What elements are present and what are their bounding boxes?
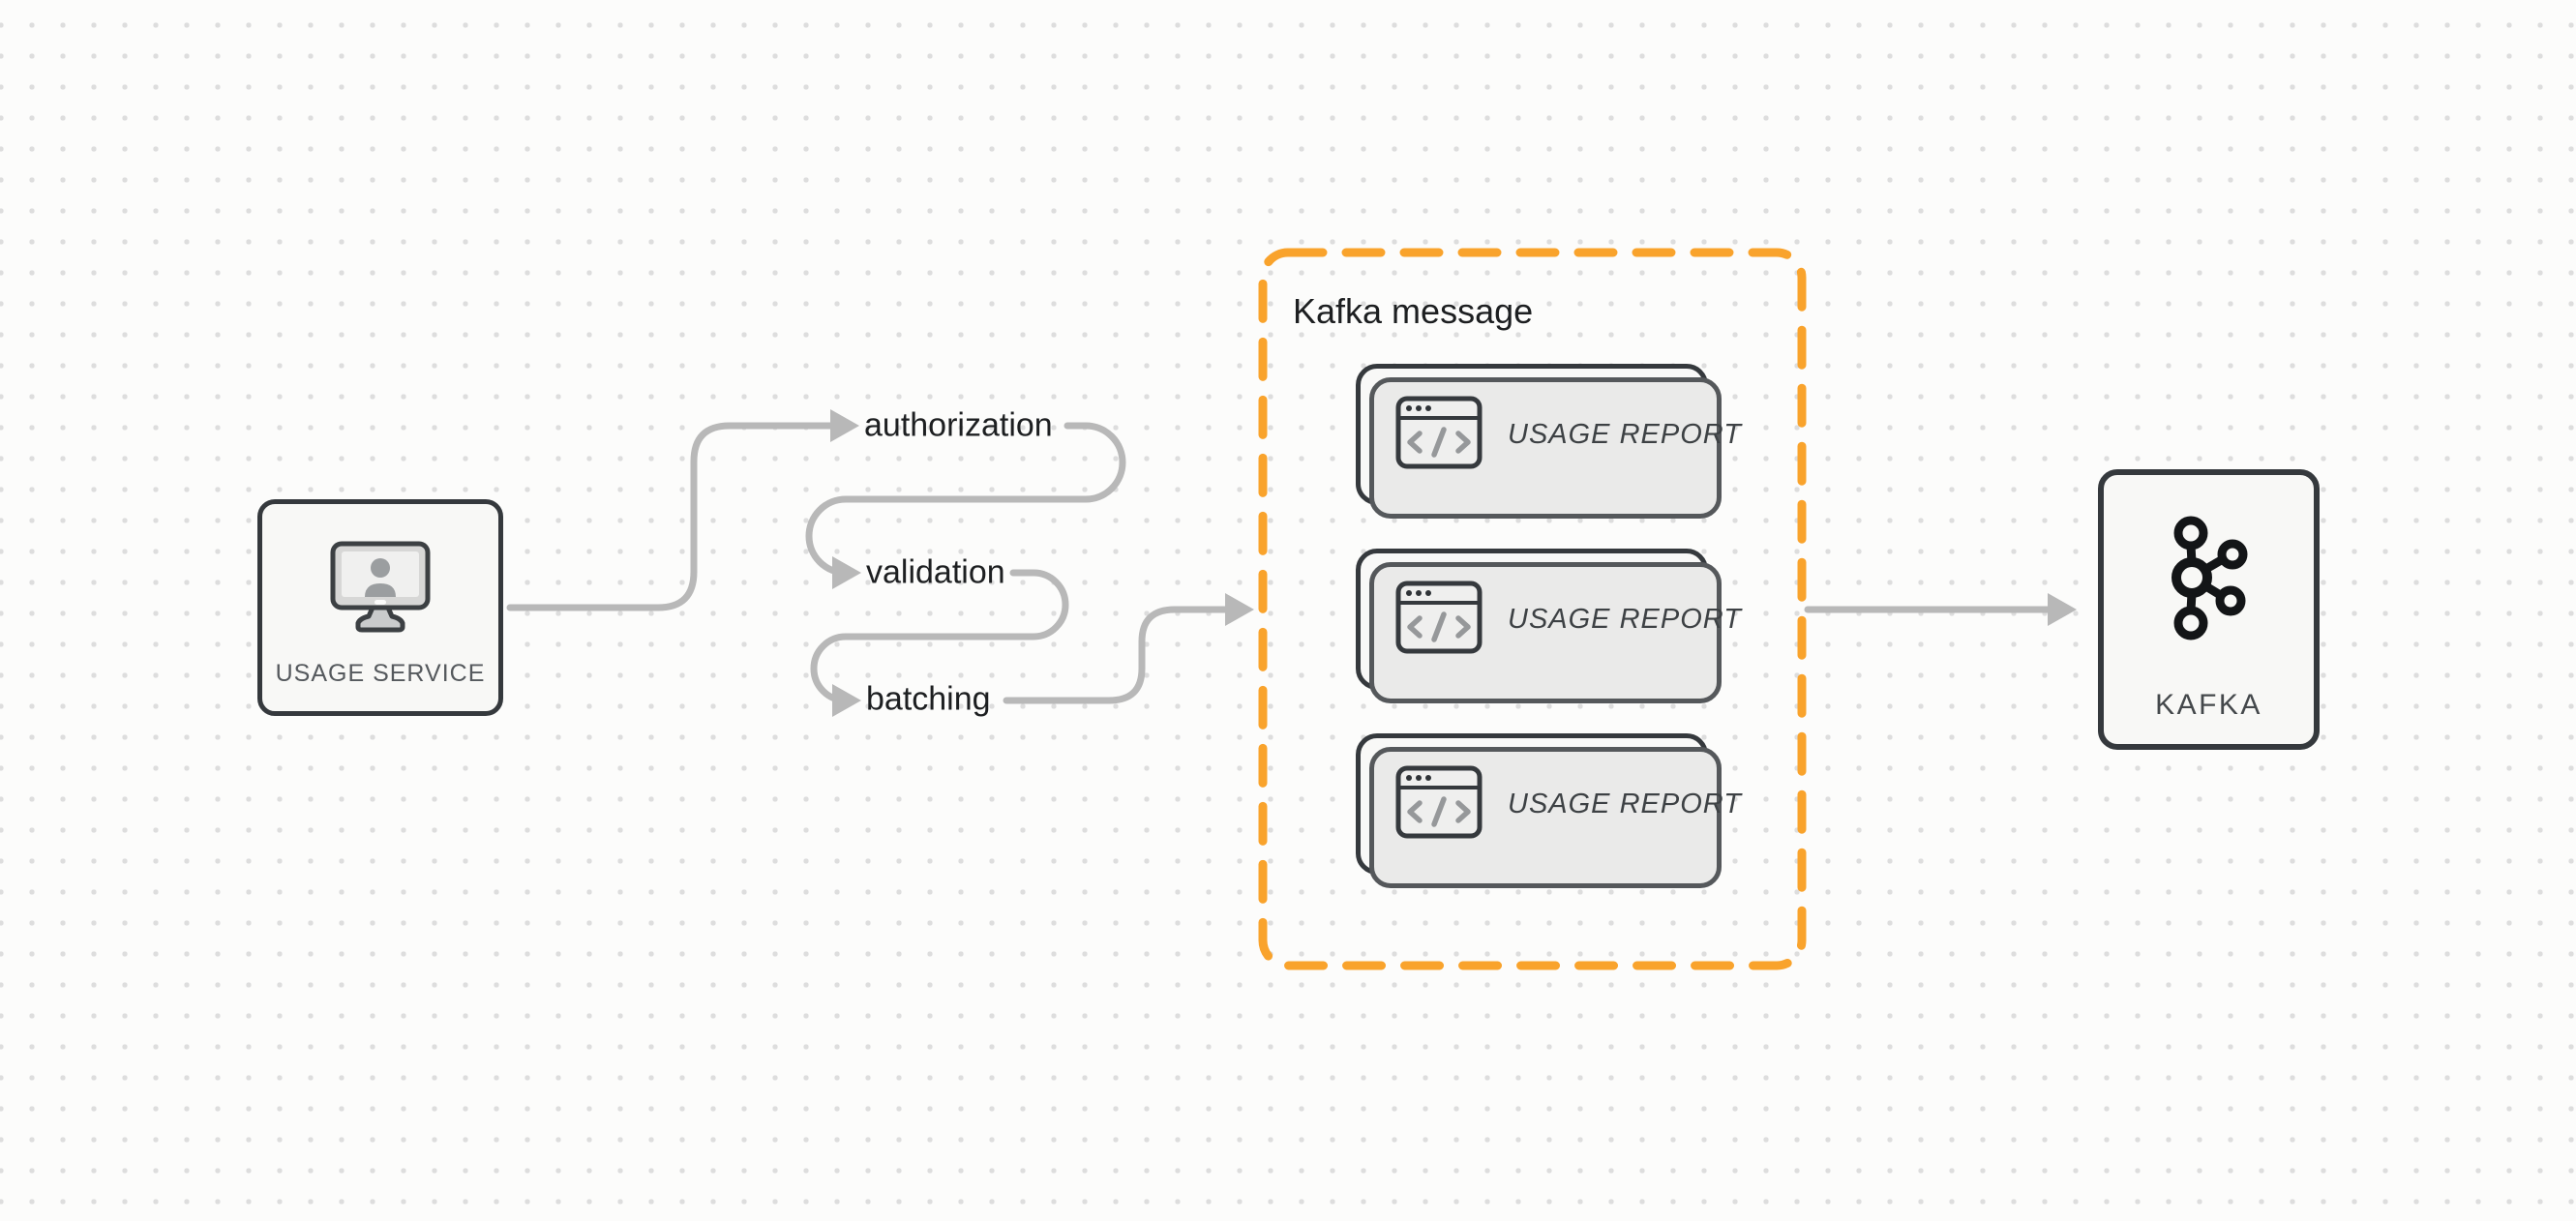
monitor-user-icon: [330, 541, 431, 639]
usage-report-card: USAGE REPORT: [1356, 549, 1741, 703]
code-window-icon: [1395, 765, 1483, 844]
usage-report-label: USAGE REPORT: [1508, 603, 1742, 635]
usage-service-label: USAGE SERVICE: [275, 660, 486, 687]
step-validation-label: validation: [866, 553, 1005, 591]
arrowhead-validation: [832, 556, 861, 589]
usage-report-label: USAGE REPORT: [1508, 788, 1742, 819]
usage-report-card: USAGE REPORT: [1356, 733, 1741, 888]
kafka-label: KAFKA: [2155, 689, 2262, 721]
usage-report-card: USAGE REPORT: [1356, 364, 1741, 519]
usage-service-node: USAGE SERVICE: [257, 499, 503, 716]
usage-report-label: USAGE REPORT: [1508, 418, 1742, 450]
kafka-message-group-title: Kafka message: [1293, 291, 1534, 331]
flow-validation-to-batching: [810, 569, 1069, 704]
code-window-icon: [1395, 396, 1483, 474]
kafka-logo-icon: [2163, 514, 2256, 660]
kafka-message-group: Kafka message USAGE REPORT: [1263, 253, 1802, 966]
flow-authorization-to-validation: [805, 422, 1126, 577]
step-batching-label: batching: [866, 680, 991, 718]
kafka-node: KAFKA: [2098, 469, 2320, 750]
flow-batching-to-group: [1003, 606, 1229, 704]
code-window-icon: [1395, 581, 1483, 659]
arrowhead-authorization: [830, 409, 859, 442]
kafka-message-group-border: [1258, 248, 1807, 970]
flow-usage-to-authorization: [506, 422, 834, 611]
arrowhead-group: [1225, 593, 1254, 626]
arrowhead-batching: [832, 684, 861, 717]
step-authorization-label: authorization: [864, 406, 1053, 444]
arrowhead-kafka: [2048, 593, 2077, 626]
